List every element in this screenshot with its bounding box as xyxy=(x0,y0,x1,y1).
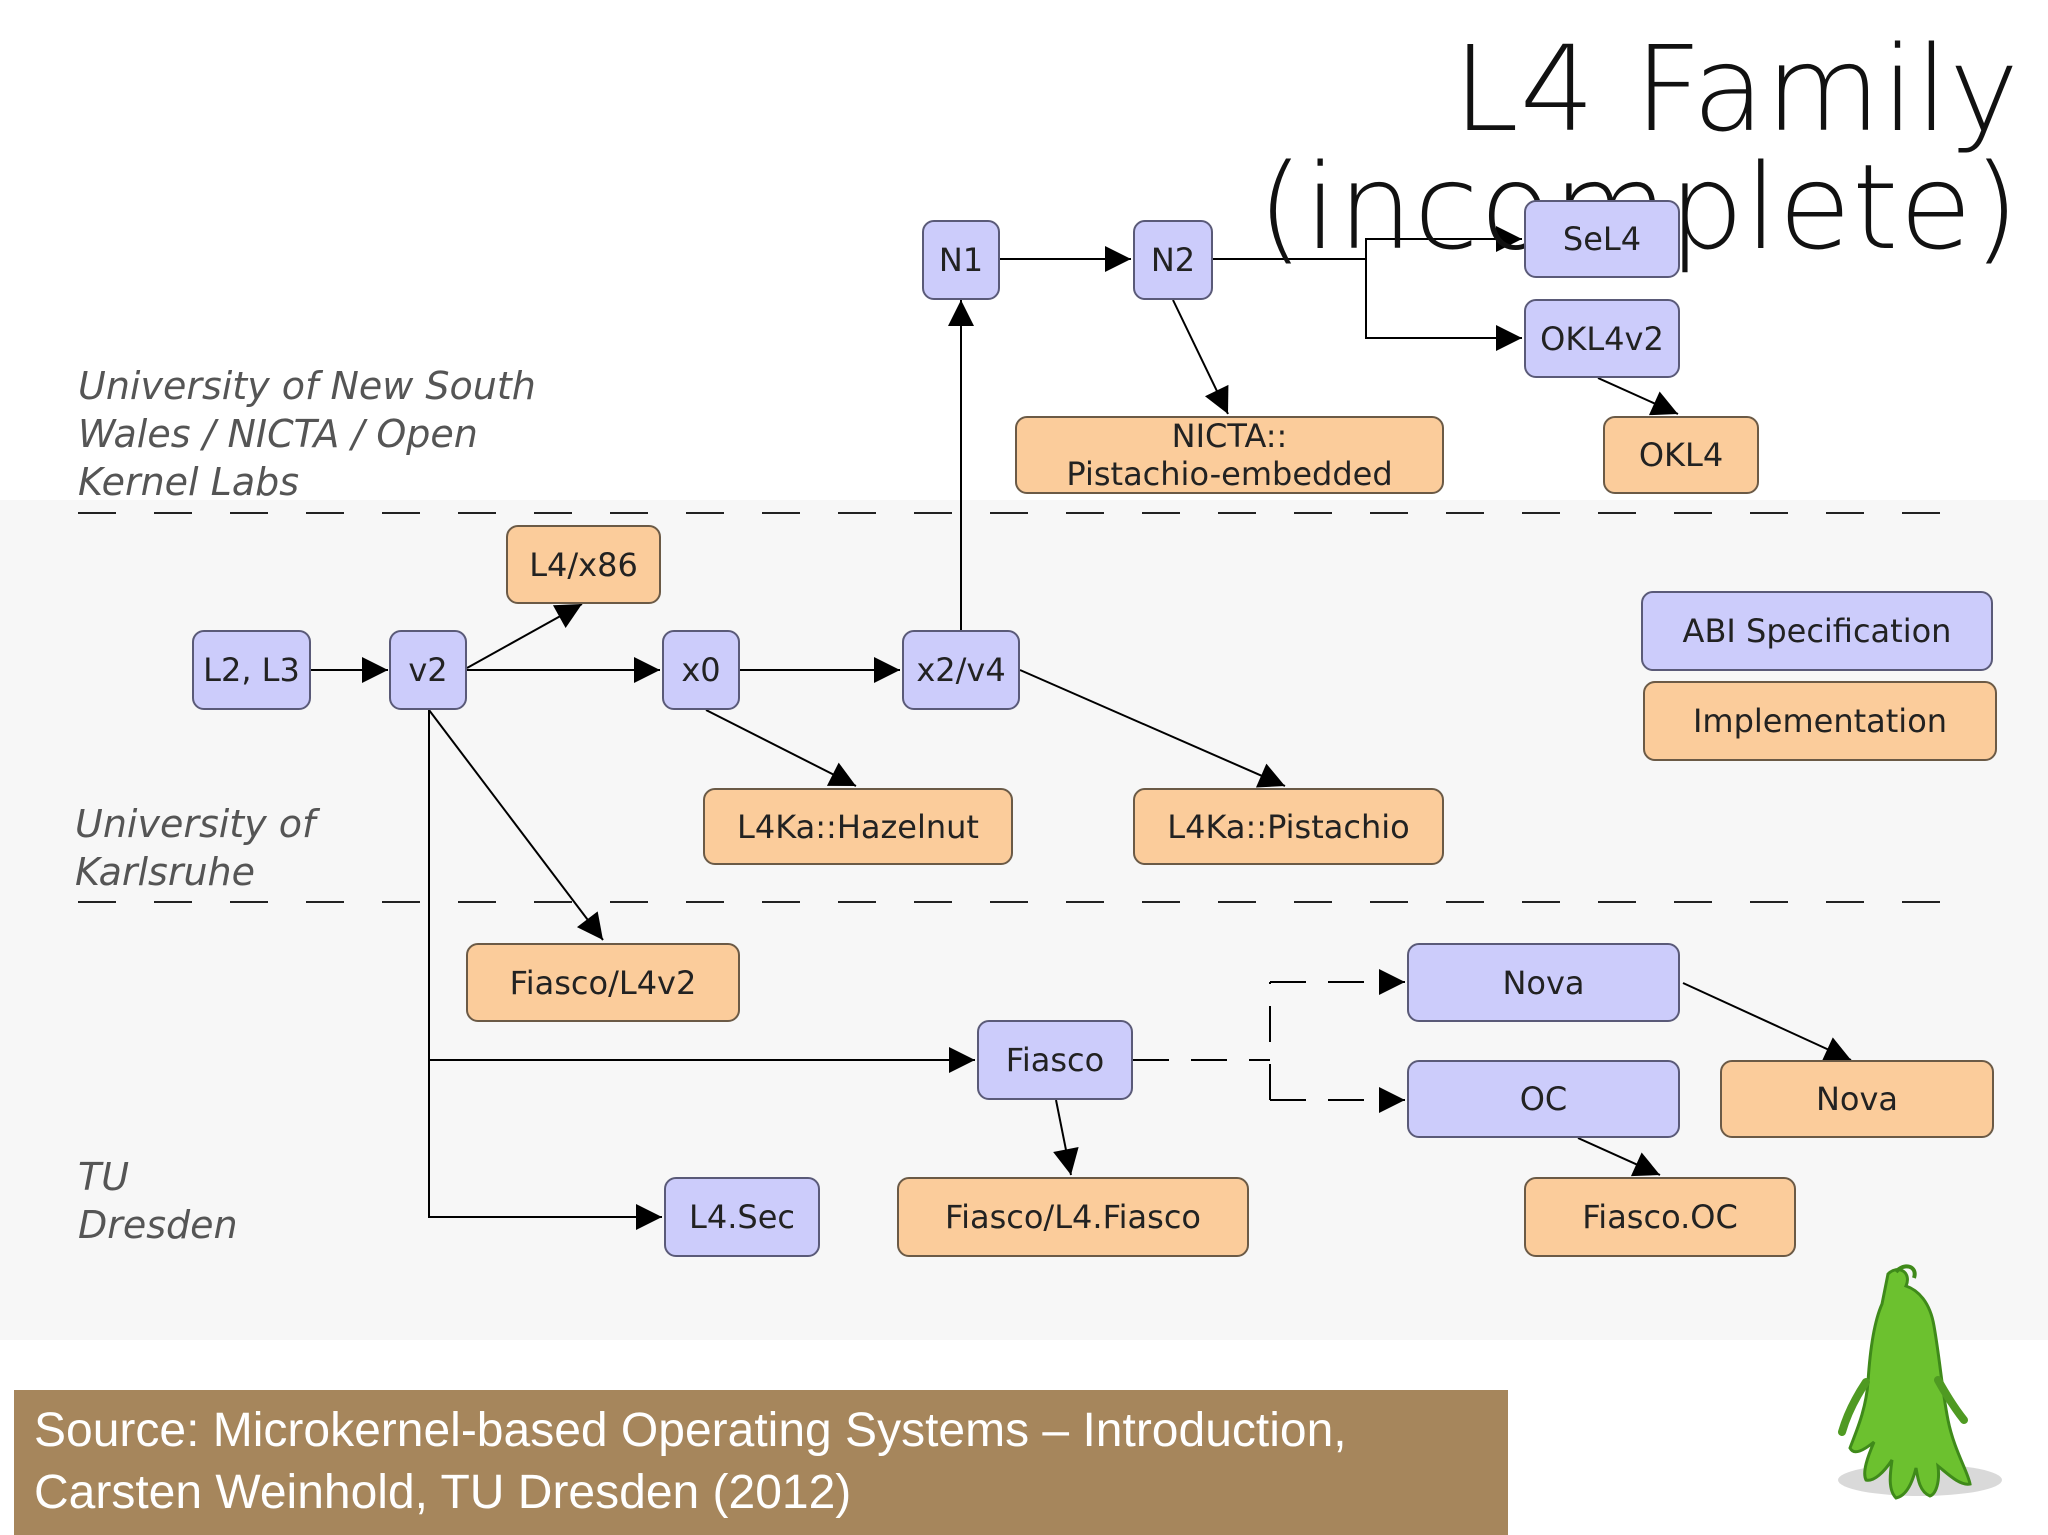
node-v2: v2 xyxy=(389,630,467,710)
source-line: Source: Microkernel-based Operating Syst… xyxy=(34,1404,1347,1457)
node-okl4v2: OKL4v2 xyxy=(1524,299,1680,378)
source-line: Carsten Weinhold, TU Dresden (2012) xyxy=(34,1466,852,1519)
region-label-dresden: TU Dresden xyxy=(78,1153,238,1249)
node-x0: x0 xyxy=(662,630,740,710)
node-l4-sec: L4.Sec xyxy=(664,1177,820,1257)
edge-oc-fiasco-oc xyxy=(1577,1137,1661,1177)
node-label-line: Pistachio-embedded xyxy=(1066,455,1393,493)
node-l2-l3: L2, L3 xyxy=(192,630,311,710)
region-label-line: Kernel Labs xyxy=(78,460,300,504)
node-n1: N1 xyxy=(922,220,1000,300)
edge-v2-fiasco-l4v2 xyxy=(428,709,604,941)
source-citation: Source: Microkernel-based Operating Syst… xyxy=(14,1390,1508,1535)
edge-n2-nicta xyxy=(1172,299,1229,415)
edge-x0-hazelnut xyxy=(705,709,857,787)
region-label-line: University of xyxy=(75,802,316,846)
edge-n2-okl4v2 xyxy=(1365,259,1522,351)
edge-x2v4-pistachio xyxy=(1019,669,1286,788)
edge-okl4v2-okl4 xyxy=(1597,377,1679,416)
edge-v2-l4x86 xyxy=(466,603,583,669)
node-fiasco-l4v2: Fiasco/L4v2 xyxy=(466,943,740,1022)
node-nova-impl: Nova xyxy=(1720,1060,1994,1138)
legend-implementation: Implementation xyxy=(1643,681,1997,761)
node-fiasco-l4-fiasco: Fiasco/L4.Fiasco xyxy=(897,1177,1249,1257)
region-label-karlsruhe: University of Karlsruhe xyxy=(75,800,315,896)
node-l4ka-pistachio: L4Ka::Pistachio xyxy=(1133,788,1444,865)
node-x2-v4: x2/v4 xyxy=(902,630,1020,710)
mascot-icon xyxy=(1838,1264,2002,1500)
edge-v2-l4sec xyxy=(428,1060,662,1230)
node-sel4: SeL4 xyxy=(1524,200,1680,278)
edge-fiasco-l4fiasco xyxy=(1053,1099,1079,1176)
node-okl4: OKL4 xyxy=(1603,416,1759,494)
edge-n2-sel4 xyxy=(1213,226,1522,260)
region-label-line: Dresden xyxy=(78,1203,238,1247)
node-oc: OC xyxy=(1407,1060,1680,1138)
node-l4-x86: L4/x86 xyxy=(506,525,661,604)
region-label-line: Wales / NICTA / Open xyxy=(78,412,478,456)
node-l4ka-hazelnut: L4Ka::Hazelnut xyxy=(703,788,1013,865)
node-label-line: NICTA:: xyxy=(1171,417,1288,455)
region-label-line: Karlsruhe xyxy=(75,850,255,894)
node-nova-abi: Nova xyxy=(1407,943,1680,1022)
node-fiasco: Fiasco xyxy=(977,1020,1133,1100)
page-title: L4 Family (incomplete) xyxy=(1257,20,2020,266)
node-fiasco-oc: Fiasco.OC xyxy=(1524,1177,1796,1257)
node-n2: N2 xyxy=(1133,220,1213,300)
legend-abi-specification: ABI Specification xyxy=(1641,591,1993,671)
region-label-unsw: University of New South Wales / NICTA / … xyxy=(78,362,536,506)
node-nicta-pistachio-embedded: NICTA:: Pistachio-embedded xyxy=(1015,416,1444,494)
region-label-line: TU xyxy=(78,1155,130,1199)
region-label-line: University of New South xyxy=(78,364,536,408)
edge-nova-abi-nova-impl xyxy=(1682,982,1852,1061)
